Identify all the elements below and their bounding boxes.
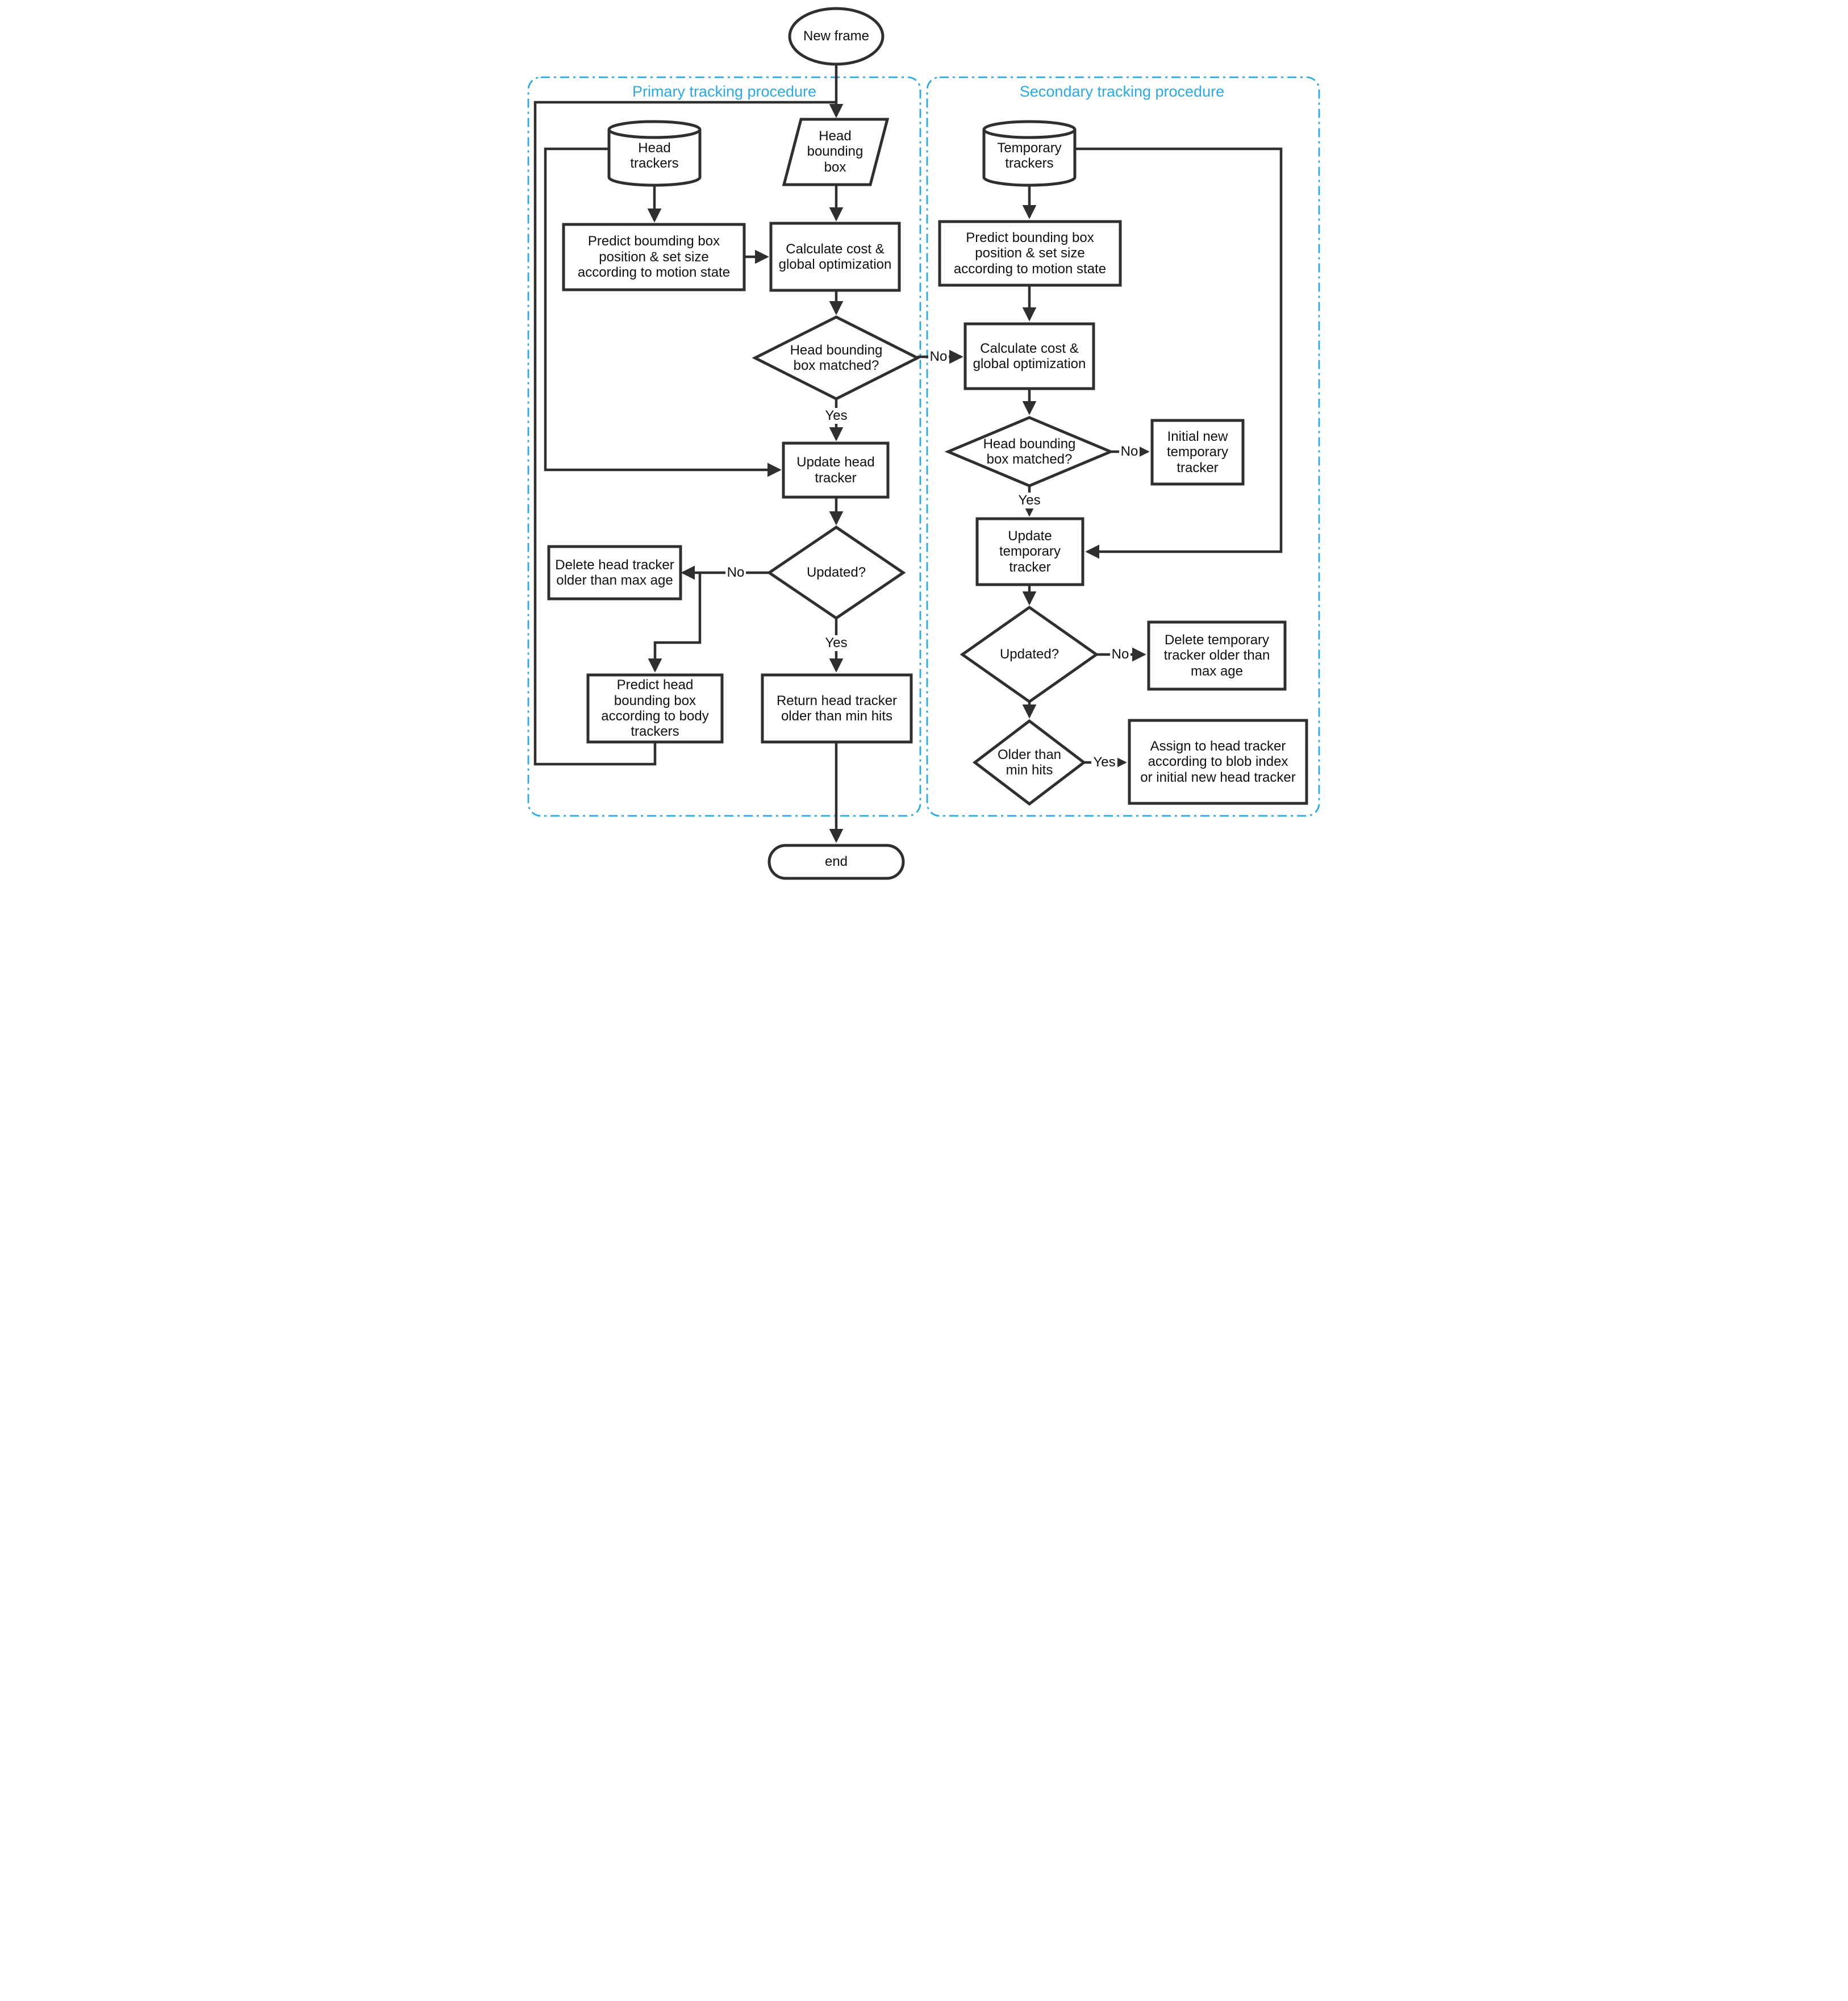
node-new-frame-shape [788, 7, 884, 66]
edge-label-older-min-hits-yes-text: Yes [1091, 754, 1117, 770]
node-calc-primary-label: Calculate cost & global optimization [778, 241, 891, 272]
node-predict-head-body: Predict head bounding box according to b… [600, 677, 709, 740]
node-head-trackers-label: Head trackers [629, 140, 679, 171]
edge-label-matched-secondary-no: No [1119, 444, 1140, 460]
node-matched-primary-shape [751, 315, 921, 401]
node-end-shape [767, 844, 904, 880]
node-new-frame-label: New frame [803, 28, 869, 44]
node-head-trackers: Head trackers [629, 140, 679, 171]
edge-label-updated-primary-no: No [725, 565, 746, 581]
edge-label-matched-secondary-yes-text: Yes [1016, 493, 1042, 508]
edge-label-updated-primary-no-text: No [725, 565, 746, 581]
node-predict-head-body-label: Predict head bounding box according to b… [600, 677, 709, 740]
edge-head-trackers-to-update-head [544, 147, 782, 477]
node-head-bounding-box-label: Head bounding box [807, 128, 863, 175]
node-predict-secondary-shape [938, 220, 1121, 287]
secondary-region-title: Secondary tracking procedure [1019, 82, 1224, 100]
primary-region-border [527, 76, 921, 817]
node-predict-head-body-shape [586, 673, 723, 744]
edge-label-matched-primary-no: No [928, 349, 949, 365]
primary-region-title-text: Primary tracking procedure [632, 82, 816, 100]
node-older-min-hits-shape [972, 719, 1086, 806]
node-delete-temp-label: Delete temporary tracker older than max … [1163, 632, 1270, 679]
node-predict-primary-label: Predict boumding box position & set size… [577, 234, 730, 281]
node-head-trackers-rim [607, 129, 701, 139]
edge-label-matched-primary-yes-text: Yes [823, 408, 849, 424]
node-new-frame: New frame [803, 28, 869, 44]
edge-label-updated-secondary-no: No [1109, 647, 1131, 662]
node-delete-temp: Delete temporary tracker older than max … [1163, 632, 1270, 679]
node-initial-new-temp-shape [1150, 419, 1244, 486]
node-return-head-label: Return head tracker older than min hits [776, 693, 897, 724]
node-updated-secondary-label: Updated? [999, 647, 1059, 662]
node-updated-primary-label: Updated? [806, 565, 866, 581]
edge-label-older-min-hits-yes: Yes [1091, 754, 1117, 770]
node-updated-secondary: Updated? [999, 647, 1059, 662]
node-return-head: Return head tracker older than min hits [776, 693, 897, 724]
node-older-min-hits-label: Older than min hits [997, 747, 1061, 778]
node-older-min-hits: Older than min hits [997, 747, 1061, 778]
node-predict-secondary-label: Predict bounding box position & set size… [953, 230, 1106, 277]
edge-temp-trackers-to-update-temp [1074, 147, 1282, 559]
node-update-temp: Update temporary tracker [999, 528, 1061, 575]
node-head-bounding-box-shape [782, 118, 889, 186]
node-calc-primary-shape [769, 222, 900, 292]
secondary-region-border [926, 76, 1320, 817]
node-matched-secondary-label: Head bounding box matched? [983, 436, 1075, 467]
node-update-temp-label: Update temporary tracker [999, 528, 1061, 575]
node-calc-secondary: Calculate cost & global optimization [973, 340, 1086, 372]
node-end: end [824, 854, 848, 870]
node-predict-primary-shape [562, 223, 745, 291]
figure-page: Primary tracking procedure Secondary tra… [512, 0, 1336, 892]
secondary-region-title-text: Secondary tracking procedure [1019, 82, 1224, 100]
node-delete-head-shape [547, 545, 682, 601]
node-updated-primary: Updated? [806, 565, 866, 581]
edge-label-matched-primary-no-text: No [928, 349, 949, 365]
edge-label-matched-secondary-no-text: No [1119, 444, 1140, 460]
edge-no-branch-to-predict-head-body [648, 573, 701, 673]
node-predict-secondary: Predict bounding box position & set size… [953, 230, 1106, 277]
node-updated-primary-shape [766, 525, 906, 620]
node-return-head-shape [761, 673, 912, 744]
edge-label-updated-primary-yes: Yes [823, 635, 849, 651]
node-delete-head: Delete head tracker older than max age [554, 557, 674, 588]
node-delete-temp-shape [1147, 620, 1286, 691]
edge-predict-body-loop-return [533, 101, 835, 766]
node-assign-head-shape [1128, 719, 1308, 805]
node-initial-new-temp-label: Initial new temporary tracker [1166, 428, 1228, 476]
node-calc-secondary-label: Calculate cost & global optimization [973, 340, 1086, 372]
node-update-head-shape [782, 441, 889, 499]
node-temp-trackers-label: Temporary trackers [996, 140, 1062, 171]
node-matched-secondary-shape [944, 416, 1114, 487]
node-temp-trackers: Temporary trackers [996, 140, 1062, 171]
node-end-label: end [824, 854, 848, 870]
primary-region-title: Primary tracking procedure [632, 82, 816, 100]
node-delete-head-label: Delete head tracker older than max age [554, 557, 674, 588]
node-matched-secondary: Head bounding box matched? [983, 436, 1075, 467]
node-predict-primary: Predict boumding box position & set size… [577, 234, 730, 281]
node-calc-primary: Calculate cost & global optimization [778, 241, 891, 272]
node-head-bounding-box: Head bounding box [807, 128, 863, 175]
node-matched-primary: Head bounding box matched? [790, 342, 882, 373]
node-update-head: Update head tracker [796, 455, 875, 486]
edge-label-updated-primary-yes-text: Yes [823, 635, 849, 651]
node-update-head-label: Update head tracker [796, 455, 875, 486]
edge-label-matched-secondary-yes: Yes [1016, 493, 1042, 508]
edge-label-matched-primary-yes: Yes [823, 408, 849, 424]
node-update-temp-shape [975, 517, 1084, 586]
node-matched-primary-label: Head bounding box matched? [790, 342, 882, 373]
node-updated-secondary-shape [960, 605, 1099, 704]
node-temp-trackers-rim [982, 129, 1076, 139]
node-calc-secondary-shape [963, 322, 1095, 390]
node-initial-new-temp: Initial new temporary tracker [1166, 428, 1228, 476]
flowchart-canvas: Primary tracking procedure Secondary tra… [527, 7, 1320, 880]
node-assign-head-label: Assign to head tracker according to blob… [1140, 738, 1296, 785]
node-assign-head: Assign to head tracker according to blob… [1140, 738, 1296, 785]
edge-label-updated-secondary-no-text: No [1109, 647, 1131, 662]
